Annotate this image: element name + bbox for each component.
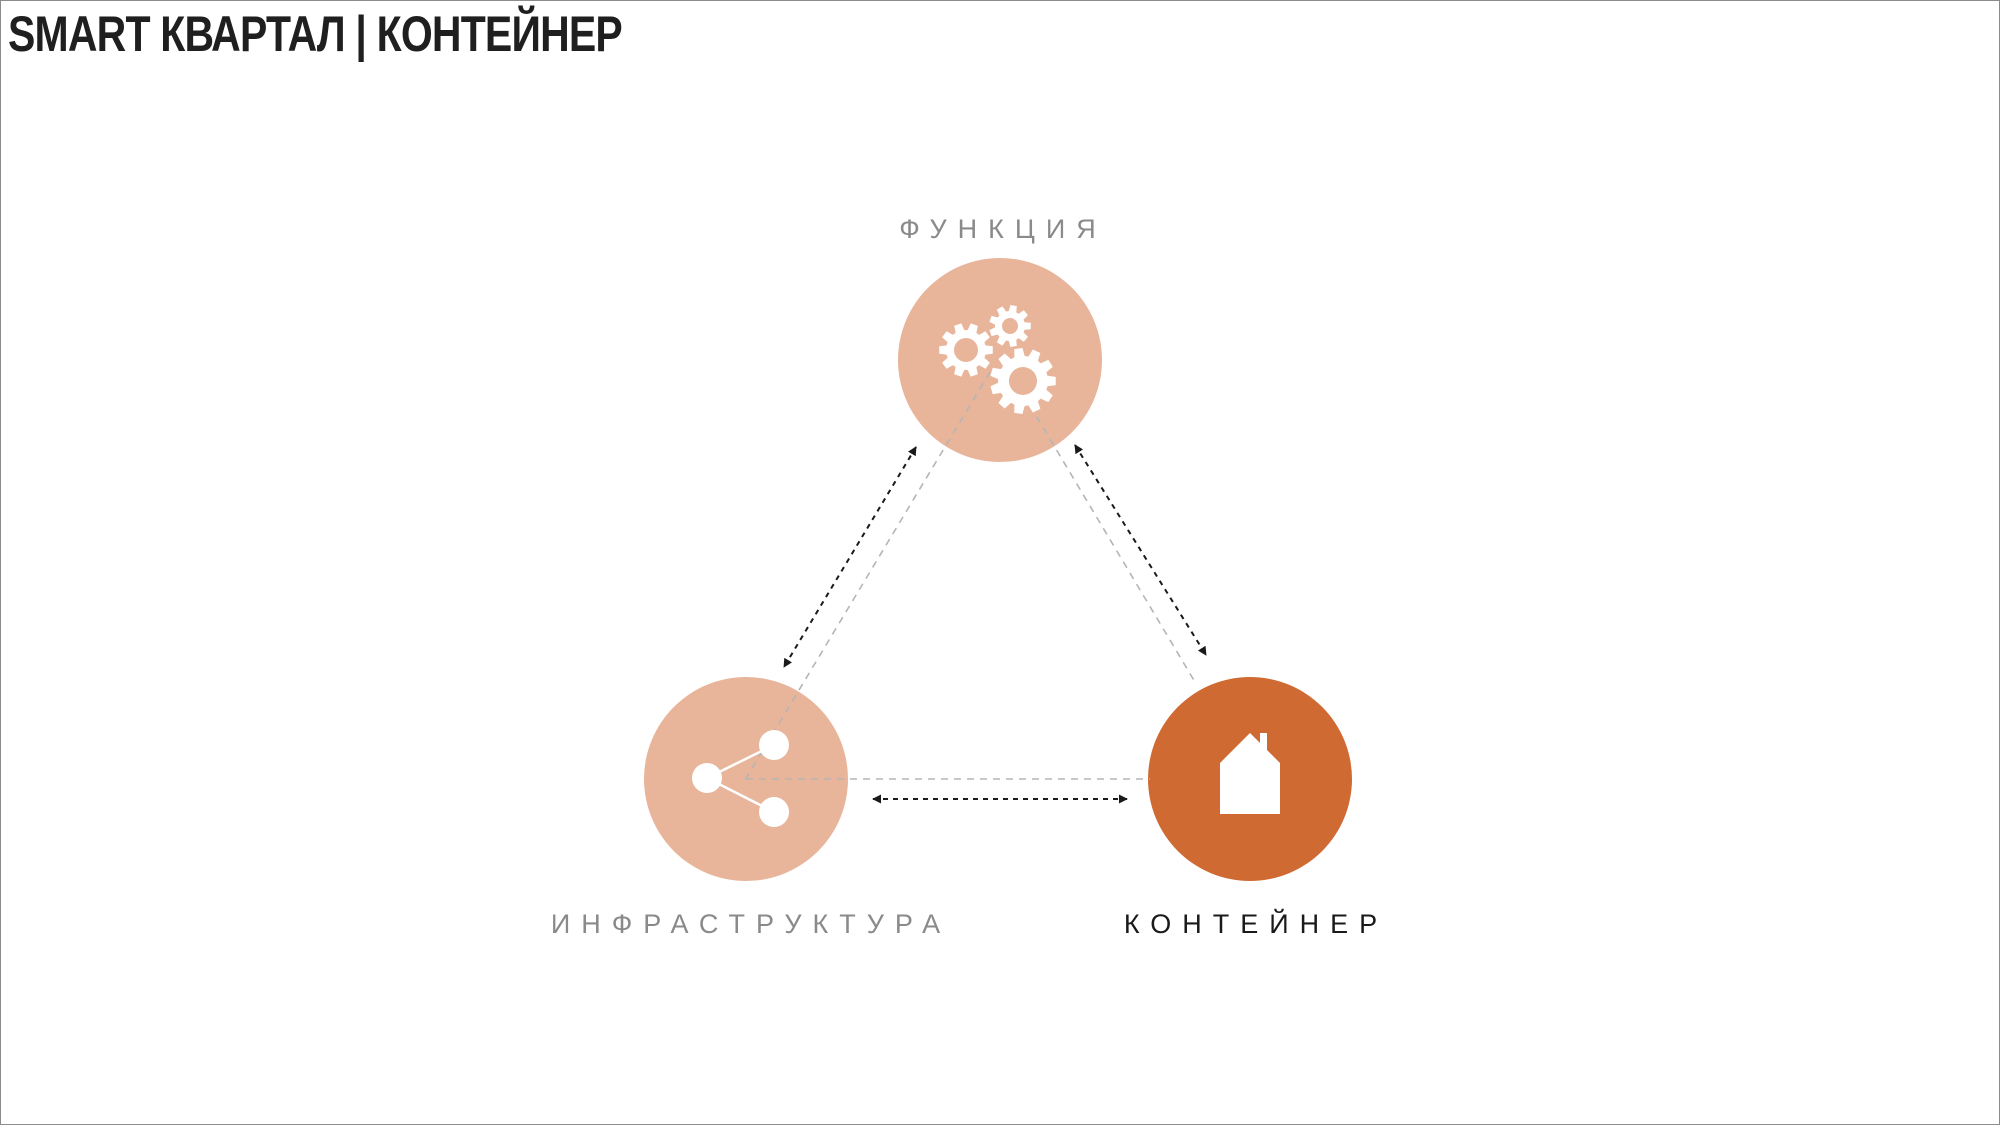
gear-small-icon-hole (1002, 318, 1018, 334)
page-title: SMART КВАРТАЛ | КОНТЕЙНЕР (8, 6, 623, 62)
share-network-icon (692, 730, 789, 827)
arrow-function-infrastructure (783, 446, 917, 668)
relation-arrows (783, 444, 1207, 804)
house-icon (1220, 733, 1280, 814)
gear-large-icon-hole (1009, 367, 1037, 395)
node-function-label: ФУНКЦИЯ (899, 214, 1107, 244)
gears-icon (939, 305, 1056, 414)
gear-left-icon-hole (954, 338, 978, 362)
connector-function-infrastructure (744, 371, 991, 781)
node-container-label: КОНТЕЙНЕР (1124, 908, 1388, 939)
arrow-function-container (1074, 444, 1207, 656)
connector-function-container (1009, 371, 1196, 683)
node-infrastructure-label: ИНФРАСТРУКТУРА (551, 909, 951, 939)
